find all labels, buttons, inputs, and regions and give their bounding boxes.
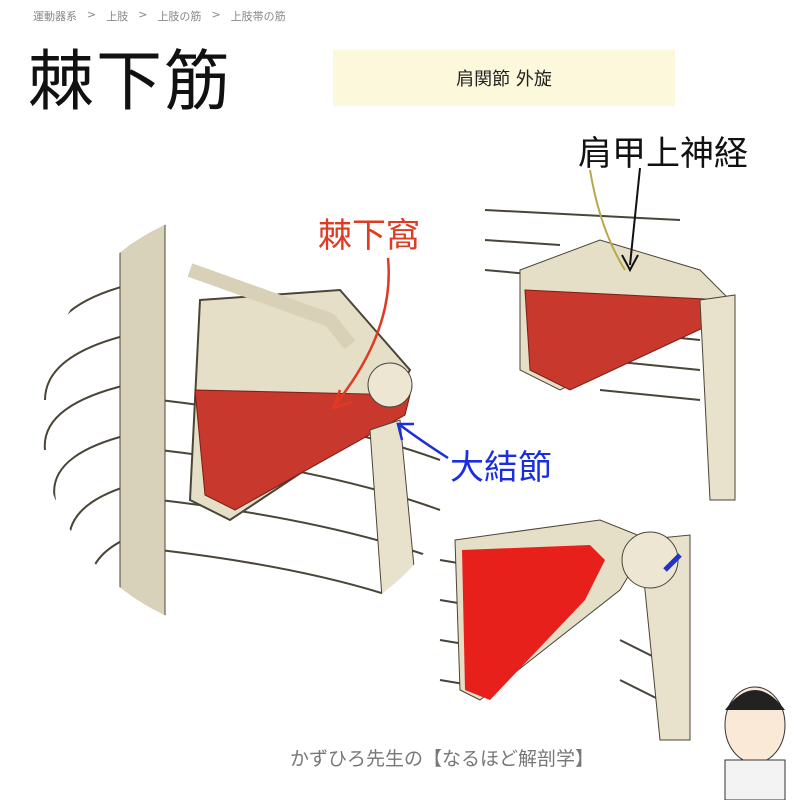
infraspinatus-insertion [663,553,682,572]
action-text: 肩関節 外旋 [456,69,552,90]
nerve-arrowhead [621,254,639,273]
spine [119,209,166,631]
posterior-view [40,205,470,635]
suprascapular-nerve [589,169,626,271]
page-title: 棘下筋 [28,43,232,120]
fossa-label: 棘下窩 [318,216,420,256]
breadcrumb-separator: > [87,8,97,21]
action-box: 肩関節 外旋 [333,50,675,106]
lateral-view [484,169,736,501]
breadcrumb-item[interactable]: 上肢帯の筋 [230,10,286,23]
breadcrumb-separator: > [138,8,148,21]
breadcrumb-item[interactable]: 運動器系 [33,10,77,23]
breadcrumb-separator: > [211,8,221,21]
nerve-label: 肩甲上神経 [578,134,748,174]
fossa-arrowhead [330,389,353,410]
infraspinatus-origin [462,545,605,700]
nerve-arrow [629,167,641,266]
humeral-head-bottom [621,531,679,589]
footer-credit: かずひろ先生の【なるほど解剖学】 [290,748,595,770]
scapular-spine [187,263,356,350]
tubercle-label: 大結節 [450,448,552,488]
tubercle-arrowhead [396,422,414,441]
breadcrumb-item[interactable]: 上肢 [106,10,129,23]
humerus-lateral [699,294,736,501]
breadcrumb-item[interactable]: 上肢の筋 [157,10,202,23]
origin-insertion-view [439,519,691,741]
mascot-avatar [724,686,786,800]
infraspinatus-muscle-lateral [524,289,726,391]
tubercle-arrow [399,423,449,460]
breadcrumb: 運動器系 > 上肢 > 上肢の筋 > 上肢帯の筋 [33,8,286,24]
humeral-head [367,362,413,408]
fossa-arrow [334,257,390,406]
